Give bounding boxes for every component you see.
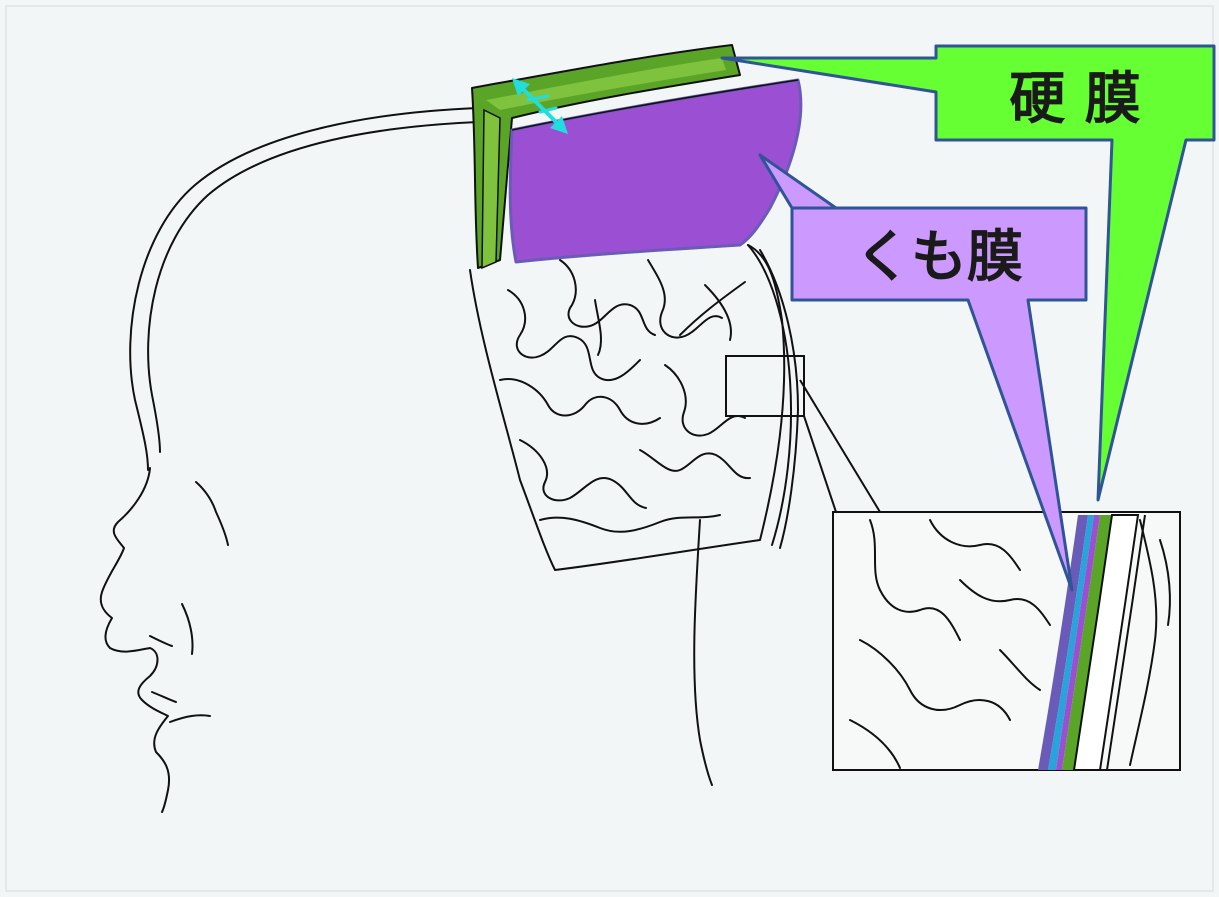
zoom-inset — [833, 512, 1180, 770]
arachnoid-label: くも膜 — [855, 225, 1023, 290]
dura-label: 硬 膜 — [1009, 67, 1141, 132]
